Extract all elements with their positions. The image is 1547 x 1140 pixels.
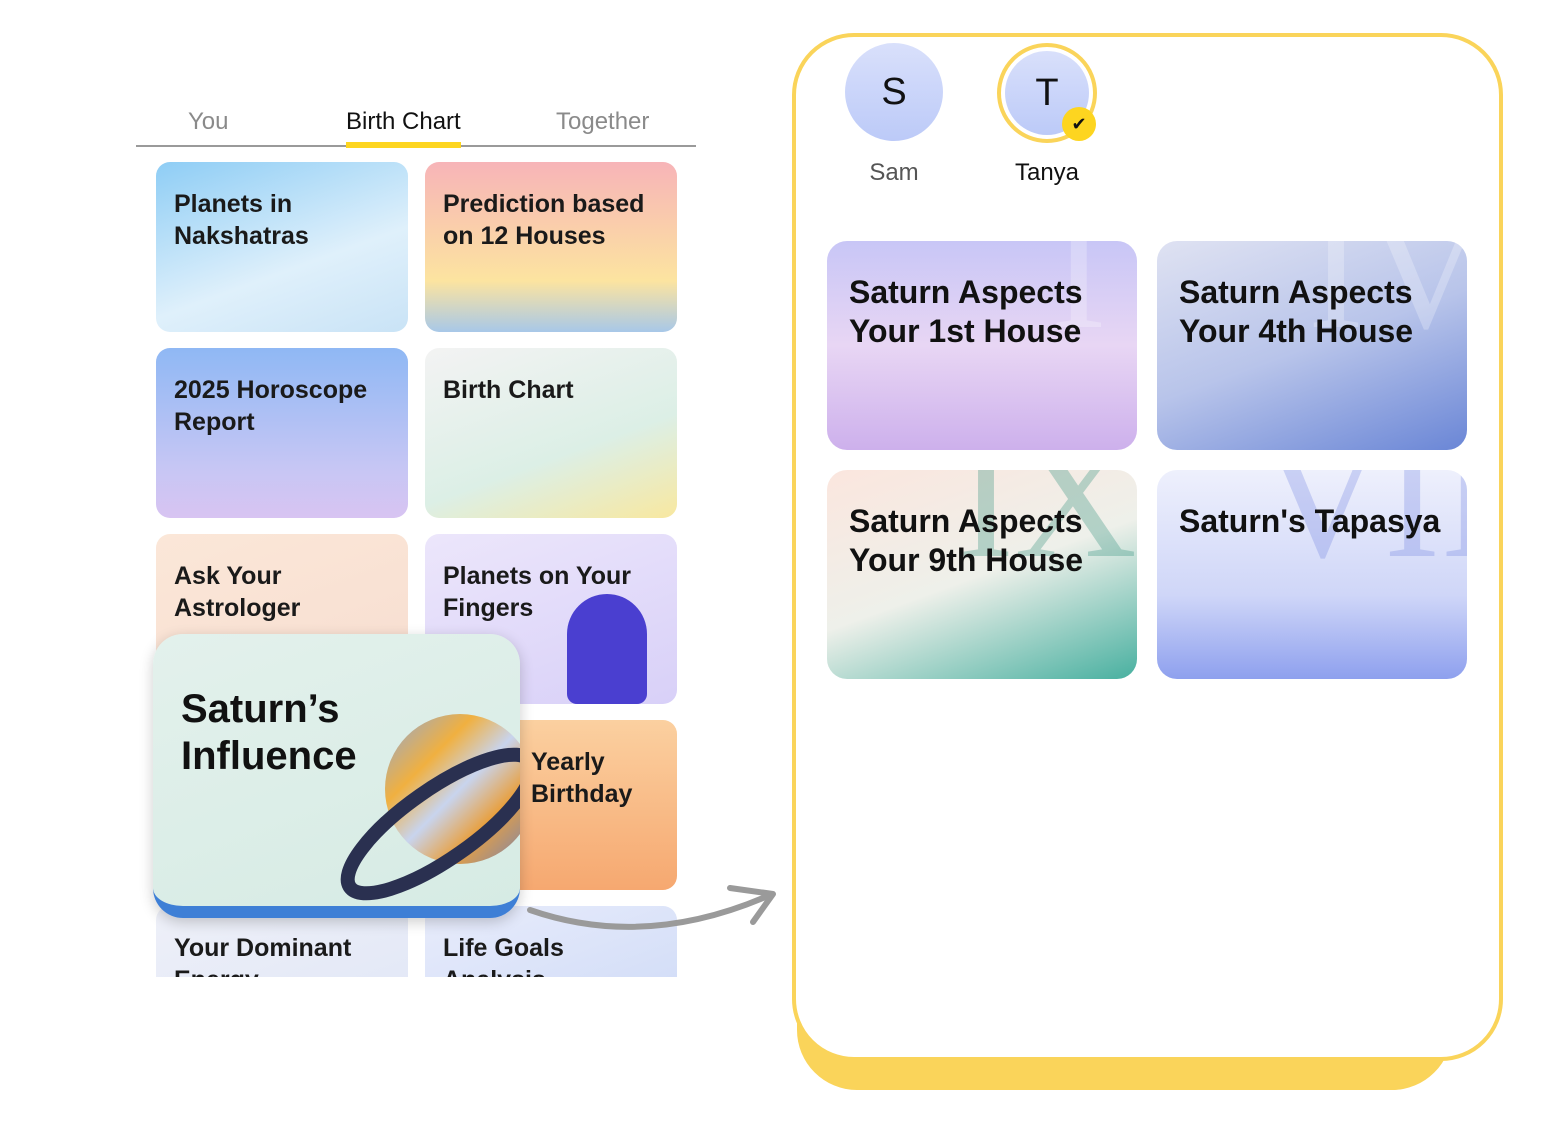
card-title: 2025 Horoscope Report [174,376,368,436]
avatar-initial: S [881,70,907,113]
featured-title: Saturn’s Influence [181,687,357,778]
card-prediction-houses[interactable]: Prediction based on 12 Houses [425,162,677,332]
card-title: Life Goals Analysis [443,934,564,977]
report-title: Saturn Aspects Your 1st House [849,274,1083,349]
arrow-icon [527,885,776,930]
card-title: Your Dominant Energy [174,934,352,977]
card-grid: Planets in Nakshatras Prediction based o… [150,160,690,977]
check-icon: ✔ [1062,107,1096,141]
report-title: Saturn Aspects Your 4th House [1179,274,1414,349]
report-title: Saturn Aspects Your 9th House [849,503,1084,578]
card-title: Ask Your Astrologer [174,562,301,622]
tab-birth-chart[interactable]: Birth Chart [346,108,461,148]
featured-card-saturn-influence[interactable]: Saturn’s Influence [153,634,520,918]
card-title: Planets in Nakshatras [174,190,309,250]
avatar-initial: T [1035,71,1059,114]
card-birth-chart[interactable]: Birth Chart [425,348,677,518]
avatar-sam[interactable]: S [845,43,943,141]
profile-name-tanya: Tanya [1014,159,1080,186]
saturn-planet-icon [340,714,520,901]
report-title: Saturn's Tapasya [1179,503,1441,539]
card-title: Birth Chart [443,376,574,404]
report-card-tapasya[interactable]: VIISaturn's Tapasya [1157,470,1467,679]
card-planets-nakshatras[interactable]: Planets in Nakshatras [156,162,408,332]
hand-icon [567,594,647,704]
card-title: Prediction based on 12 Houses [443,190,645,250]
tab-bar: You Birth Chart Together [136,100,696,148]
tab-you[interactable]: You [188,108,229,135]
avatar-selected-ring [997,43,1097,143]
card-title: Yearly Birthday [531,748,633,808]
tab-together[interactable]: Together [556,108,650,135]
card-horoscope-2025[interactable]: 2025 Horoscope Report [156,348,408,518]
profile-name-sam: Sam [869,159,919,186]
card-title: Planets on Your Fingers [443,562,632,622]
